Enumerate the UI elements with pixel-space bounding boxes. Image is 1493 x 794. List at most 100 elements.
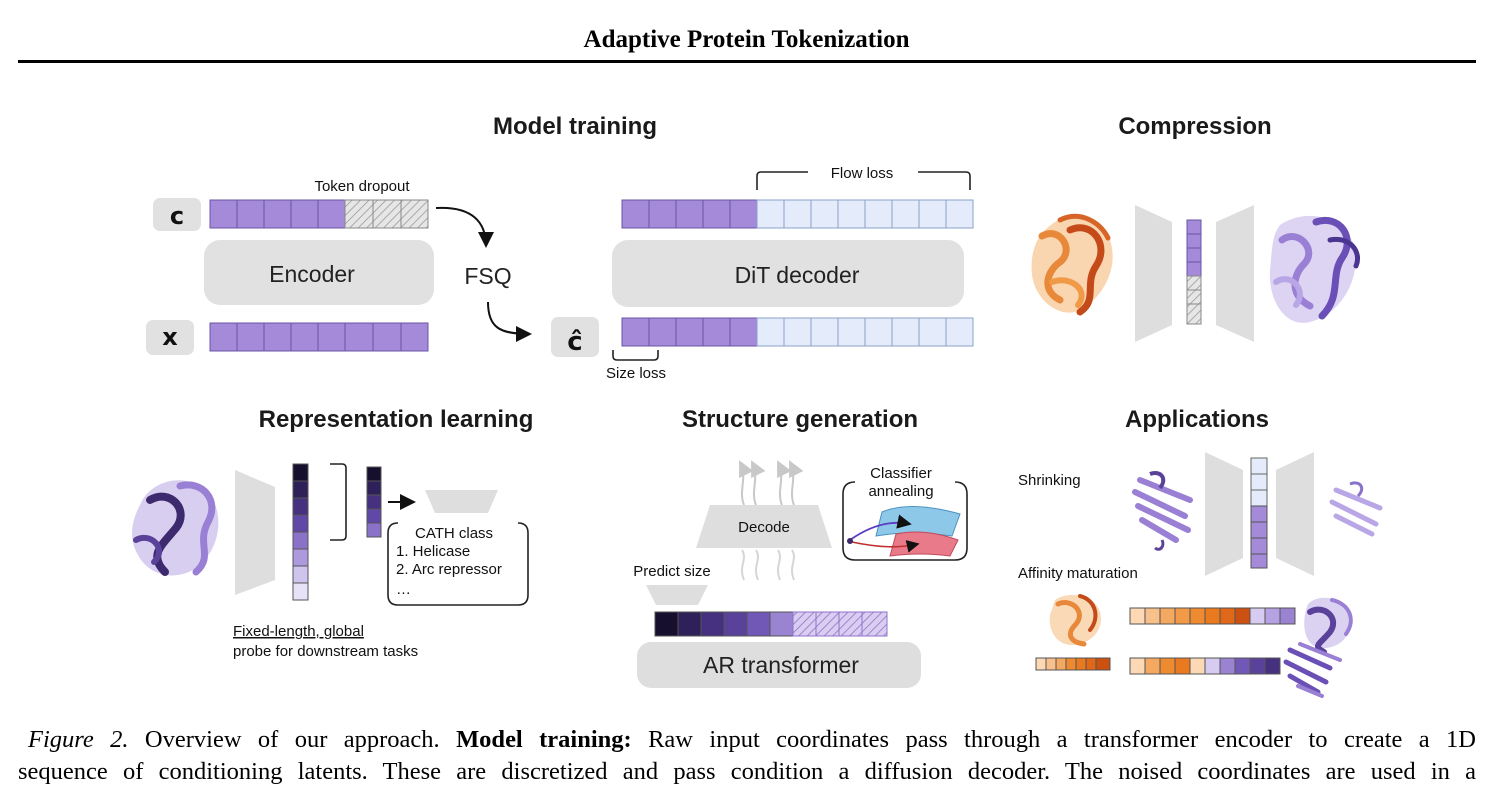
c-token <box>263 199 292 229</box>
ar-masked-token <box>815 611 840 637</box>
cath-ellipsis: … <box>396 581 411 598</box>
token-filled <box>1186 247 1202 263</box>
rep-token <box>292 531 309 550</box>
orange-protein-image <box>1031 213 1113 316</box>
token-filled <box>675 199 704 229</box>
token-empty <box>756 199 785 229</box>
caption-part-1: Overview of our approach. <box>128 726 457 753</box>
probe-head-shape <box>425 490 498 513</box>
aff-token <box>1249 657 1266 675</box>
decode-shape <box>696 505 832 548</box>
x-token <box>209 322 238 352</box>
token-filled <box>1250 537 1268 555</box>
decode-label: Decode <box>738 519 790 536</box>
dropped-token <box>1186 289 1202 305</box>
token-empty <box>864 317 893 347</box>
token-dropout-label: Token dropout <box>314 178 410 195</box>
ar-token <box>677 611 702 637</box>
aff-token <box>1189 607 1206 625</box>
ar-token <box>746 611 771 637</box>
token-empty <box>1250 473 1268 491</box>
representation-learning-panel: Representation learning <box>132 406 533 660</box>
flow-loss-label: Flow loss <box>831 165 894 182</box>
overview-figure: Model training Token dropout c Encoder <box>132 113 1383 698</box>
x-symbol: x <box>162 323 178 351</box>
dropped-token <box>400 199 429 229</box>
token-empty <box>1250 489 1268 507</box>
aff-token <box>1204 607 1221 625</box>
purple-protein-image <box>1269 215 1360 323</box>
aff-token <box>1219 607 1236 625</box>
ar-masked-token <box>861 611 888 637</box>
to-fsq-arrow <box>435 206 494 248</box>
c-token-row <box>209 199 429 229</box>
aff-token <box>1174 657 1191 675</box>
token-filled <box>621 317 650 347</box>
aff-token <box>1045 657 1057 671</box>
predict-size-label: Predict size <box>633 563 711 580</box>
dit-decoder-label: DiT decoder <box>735 262 860 288</box>
token-filled <box>729 199 758 229</box>
token-empty <box>756 317 785 347</box>
x-token <box>344 322 374 352</box>
rep-token <box>292 582 309 601</box>
header-rule <box>18 60 1476 63</box>
caption-line-1: Figure 2. Overview of our approach. Mode… <box>18 724 1476 756</box>
aff-token <box>1279 607 1296 625</box>
ar-transformer-box <box>637 642 921 688</box>
dit-decoder-box <box>612 240 964 307</box>
figure-caption: Figure 2. Overview of our approach. Mode… <box>18 724 1476 788</box>
token-filled <box>675 317 704 347</box>
token-empty <box>864 199 893 229</box>
probe-note-line-2: probe for downstream tasks <box>233 643 418 660</box>
model-training-title: Model training <box>493 113 657 140</box>
compression-panel: Compression <box>1031 113 1360 342</box>
token-empty <box>810 317 839 347</box>
rep-encoder-shape <box>235 470 275 595</box>
decode-output-arrows <box>739 460 804 581</box>
affinity-row-1 <box>1129 607 1296 625</box>
aff-token <box>1204 657 1221 675</box>
rep-token <box>366 508 382 524</box>
model-training-panel: Model training Token dropout c Encoder <box>146 113 974 382</box>
ar-transformer-label: AR transformer <box>703 652 859 678</box>
aff-token <box>1085 657 1097 671</box>
structure-generation-panel: Structure generation Decode Classifier a… <box>633 406 968 688</box>
token-filled <box>621 199 650 229</box>
compression-title: Compression <box>1118 113 1271 140</box>
token-filled <box>1250 521 1268 539</box>
token-filled <box>702 317 731 347</box>
aff-token <box>1035 657 1047 671</box>
affinity-row-2-short <box>1035 657 1111 671</box>
c-symbol: c <box>170 202 184 230</box>
compression-decoder-shape <box>1216 205 1254 342</box>
rep-token <box>366 522 382 538</box>
token-empty <box>945 317 974 347</box>
c-symbol-box <box>153 198 201 231</box>
token-empty <box>918 317 947 347</box>
affinity-protein-orange <box>1049 594 1101 647</box>
compression-token-column <box>1186 219 1202 325</box>
token-empty <box>783 199 812 229</box>
caption-part-2: Raw input coordinates pass through a tra… <box>631 726 1476 753</box>
ar-token-row <box>654 611 888 637</box>
rep-token <box>292 480 309 499</box>
c-hat-box <box>551 317 599 357</box>
aff-token <box>1159 657 1176 675</box>
rep-token <box>292 463 309 482</box>
c-token <box>236 199 265 229</box>
aff-token <box>1159 607 1176 625</box>
running-title: Adaptive Protein Tokenization <box>583 26 910 53</box>
representation-learning-title: Representation learning <box>259 406 534 433</box>
c-token <box>290 199 319 229</box>
x-token <box>236 322 265 352</box>
c-token <box>317 199 346 229</box>
token-empty <box>1250 457 1268 475</box>
x-token <box>263 322 292 352</box>
token-filled <box>1186 219 1202 235</box>
structure-generation-title: Structure generation <box>682 406 918 433</box>
affinity-label: Affinity maturation <box>1018 565 1138 582</box>
ar-token <box>700 611 725 637</box>
applications-panel: Applications Shrinking <box>1018 406 1383 698</box>
